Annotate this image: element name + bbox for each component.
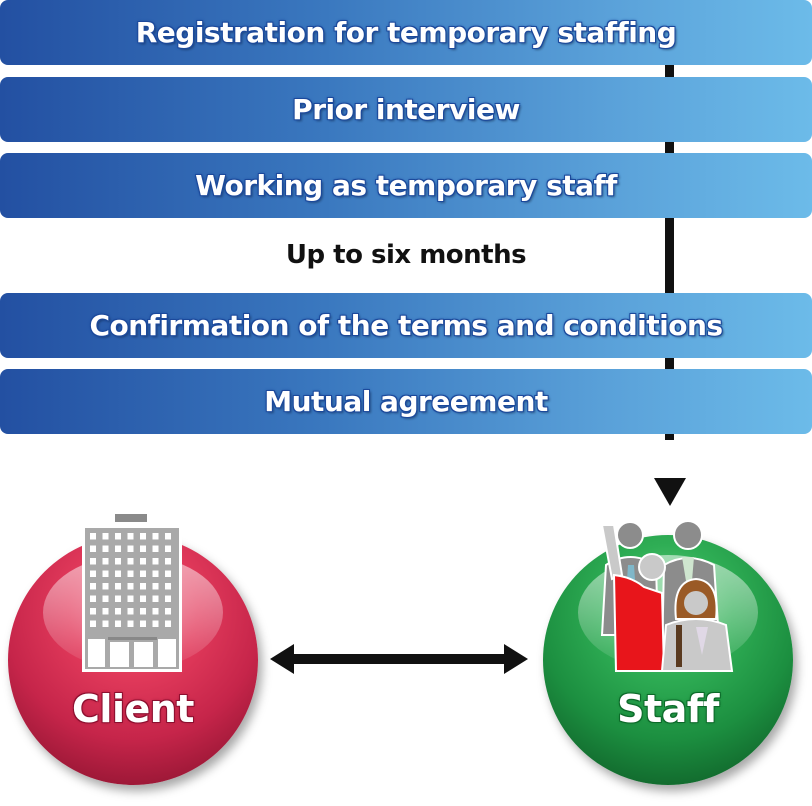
double-headed-arrow-icon [270,644,528,674]
window [90,608,96,615]
step-label: Prior interview [292,93,520,126]
window [127,595,134,602]
window [165,620,171,627]
window [140,620,146,627]
window [127,608,134,615]
window [90,620,96,627]
flow-line [665,60,674,440]
window [90,570,96,577]
window [140,583,146,590]
window [90,583,96,590]
window [115,620,121,627]
window [152,620,159,627]
window [102,558,109,565]
step-label: Confirmation of the terms and conditions [89,309,723,342]
window [152,533,159,540]
window [140,608,146,615]
window [127,570,134,577]
window [115,595,121,602]
window [102,533,109,540]
window [165,533,171,540]
window [140,595,146,602]
window [115,608,121,615]
step-prior-interview: Prior interview [0,77,812,142]
window [152,558,159,565]
step-working: Working as temporary staff [0,153,812,218]
window [152,595,159,602]
window [152,545,159,552]
window [115,545,121,552]
staff-label: Staff [617,687,719,731]
window [165,595,171,602]
window [152,570,159,577]
window [152,608,159,615]
step-mutual-agreement: Mutual agreement [0,369,812,434]
window [127,583,134,590]
duration-note: Up to six months [285,240,527,270]
window [102,608,109,615]
window [90,545,96,552]
step-confirmation: Confirmation of the terms and conditions [0,293,812,358]
window [102,620,109,627]
building-icon [82,514,182,672]
window [115,558,121,565]
window [115,570,121,577]
window [90,533,96,540]
client-label: Client [72,687,194,731]
window [127,533,134,540]
window [127,620,134,627]
window [127,545,134,552]
window [140,570,146,577]
window [102,595,109,602]
step-label: Working as temporary staff [195,169,617,202]
window [90,595,96,602]
window [152,583,159,590]
step-label: Registration for temporary staffing [135,16,677,49]
step-label: Mutual agreement [264,385,548,418]
window [90,558,96,565]
window [115,583,121,590]
window [165,558,171,565]
window [140,533,146,540]
window [165,583,171,590]
step-registration: Registration for temporary staffing [0,0,812,65]
window [102,570,109,577]
people-group-icon [600,520,734,672]
window [165,608,171,615]
window [127,558,134,565]
window [165,570,171,577]
window [140,545,146,552]
window [165,545,171,552]
window [102,545,109,552]
window [115,533,121,540]
window [102,583,109,590]
window [140,558,146,565]
down-arrow-icon [654,478,686,506]
